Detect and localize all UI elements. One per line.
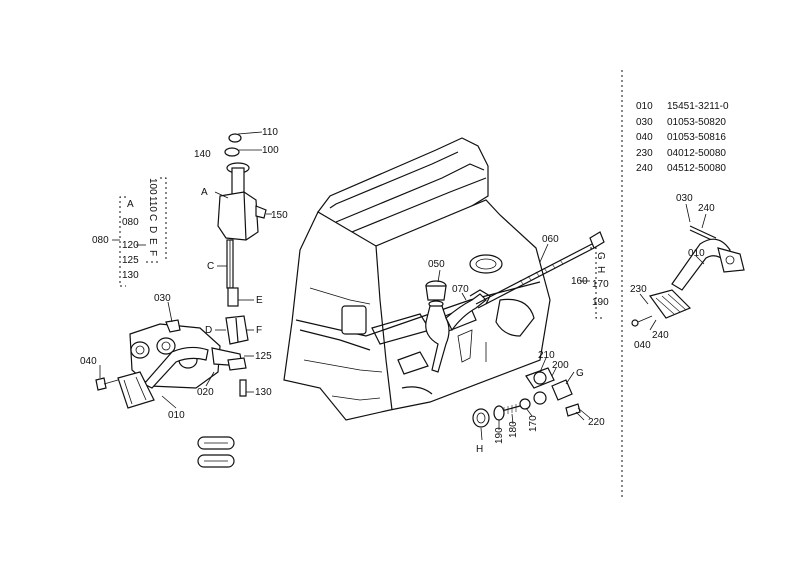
dipstick [475, 231, 605, 309]
rbracket-2: 170 [592, 279, 609, 290]
stamp-marks [197, 436, 235, 468]
parts-row: 230 04012-50080 [636, 146, 786, 162]
bracket-080-outer: 080 [92, 235, 109, 246]
bracket-col2-3: D [147, 226, 158, 233]
bracket-col1-4: 130 [122, 270, 139, 281]
part-code: 030 [636, 116, 653, 128]
bracket-col2-0: 100 [147, 178, 158, 195]
left-callout-bracket [112, 177, 167, 287]
callout-050: 050 [428, 259, 445, 270]
callout-010: 010 [168, 410, 185, 421]
callout-r230: 230 [630, 284, 647, 295]
callout-040: 040 [80, 356, 97, 367]
oil-pressure-assembly [472, 367, 591, 428]
callout-r030: 030 [676, 193, 693, 204]
engine-block [283, 137, 551, 421]
callout-110: 110 [262, 127, 278, 138]
left-bracket-labels: 080 A 080 120 125 130 100 110 C D E F [92, 178, 158, 281]
parts-row: 040 01053-50816 [636, 130, 786, 146]
part-number: 01053-50820 [667, 116, 726, 128]
callout-180: 180 [508, 421, 519, 438]
callout-125: 125 [255, 351, 272, 362]
part-number: 04512-50080 [667, 163, 726, 174]
callout-190: 190 [494, 427, 505, 444]
parts-row: 030 01053-50820 [636, 115, 786, 131]
callout-210: 210 [538, 350, 555, 361]
part-number: 15451-3211-0 [667, 101, 729, 112]
callout-r240b: 240 [652, 330, 669, 341]
callout-070: 070 [452, 284, 469, 295]
bracket-col1-1: 080 [122, 217, 139, 228]
parts-table: 010 15451-3211-0 030 01053-50820 040 010… [636, 99, 786, 177]
rbracket-3: 190 [592, 297, 609, 308]
callout-130: 130 [255, 387, 272, 398]
bracket-col1-0: A [127, 199, 134, 210]
bracket-col2-4: E [147, 238, 158, 245]
callout-170: 170 [528, 415, 539, 432]
part-code: 010 [636, 101, 653, 112]
callout-labels: 110 140 100 A 150 C E D F 125 020 130 01… [80, 127, 715, 455]
callout-c: C [207, 261, 214, 272]
callout-r240: 240 [698, 203, 715, 214]
callout-e: E [256, 295, 263, 306]
callout-060: 060 [542, 234, 559, 245]
bracket-col1-2: 120 [122, 240, 139, 251]
oil-pump-strainer-left [95, 319, 247, 409]
part-code: 230 [636, 147, 653, 159]
bracket-col2-5: F [147, 250, 158, 256]
rbracket-0: G [595, 252, 606, 260]
bracket-col2-1: 110 [147, 196, 158, 212]
part-number: 04012-50080 [667, 147, 726, 159]
callout-160: 160 [571, 276, 588, 287]
callout-d: D [205, 325, 212, 336]
right-bracket-labels: G H 170 190 [592, 252, 609, 308]
leader-lines [99, 191, 707, 441]
parts-row: 240 04512-50080 [636, 161, 786, 177]
bracket-col2-2: C [147, 214, 158, 221]
callout-f: F [256, 325, 262, 336]
callout-100: 100 [262, 145, 279, 156]
part-code: 040 [636, 132, 653, 143]
callout-140: 140 [194, 149, 211, 160]
right-callout-bracket [580, 247, 603, 319]
part-number: 01053-50816 [667, 132, 726, 143]
callout-h: H [476, 444, 483, 455]
part-code: 240 [636, 163, 653, 174]
callout-g: G [576, 368, 584, 379]
callout-220: 220 [588, 417, 605, 428]
callout-r010: 010 [688, 248, 705, 259]
callout-150: 150 [271, 210, 288, 221]
oil-pump-drive [217, 131, 272, 345]
callout-200: 200 [552, 360, 569, 371]
oil-filler-assembly [425, 280, 491, 373]
rbracket-1: H [595, 266, 606, 273]
parts-row: 010 15451-3211-0 [636, 99, 786, 115]
callout-020: 020 [197, 387, 214, 398]
callout-030: 030 [154, 293, 171, 304]
callout-r040: 040 [634, 340, 651, 351]
callout-a: A [201, 187, 208, 198]
oil-strainer-detail [631, 225, 745, 327]
bracket-col1-3: 125 [122, 255, 139, 266]
